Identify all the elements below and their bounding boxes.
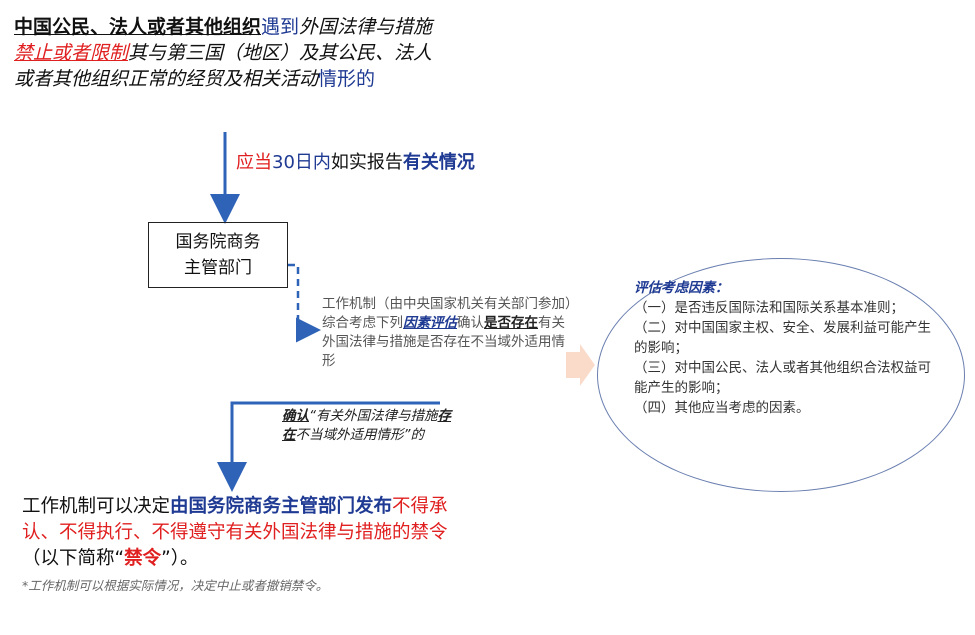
factors-list: 评估考虑因素： （一）是否违反国际法和国际关系基本准则； （二）对中国国家主权、… [634,278,944,418]
confirm-word: 确认 [282,408,309,424]
third-country-text: 其与第三国（地区）及其公民、法人或者其他组织正常的经贸及相关活动 [14,42,433,90]
department-line1: 国务院商务 [175,232,261,252]
subject-text: 中国公民、法人或者其他组织 [14,16,262,38]
dashed-arrow-to-mechanism [288,263,321,343]
decision-prohibition: 不得承认、不得执行、不得遵守有关外国法律与措施的禁令 [22,496,448,543]
confirm-quote-start: “有关外国法律与措施 [309,408,438,424]
report-label: 应当30日内如实报告有关情况 [236,151,475,175]
decision-abbr-start: （以下简称“ [22,548,125,569]
top-statement: 中国公民、法人或者其他组织遇到外国法律与措施禁止或者限制其与第三国（地区）及其公… [14,14,444,92]
confirm-label: 确认“有关外国法律与措施存在不当域外适用情形”的 [282,407,462,445]
situation-text: 情形的 [318,68,376,90]
report-action-text: 如实报告 [330,152,403,173]
factor-item-2: （二）对中国国家主权、安全、发展利益可能产生的影响； [634,320,931,356]
decision-text: 工作机制可以决定由国务院商务主管部门发布不得承认、不得执行、不得遵守有关外国法律… [22,494,452,572]
decision-abbr-term: 禁令 [124,548,162,569]
confirm-quote-end: 不当域外适用情形”的 [295,427,425,443]
decision-intro: 工作机制可以决定 [22,496,171,517]
report-should-text: 应当 [236,152,272,173]
mechanism-rest: 有关外国法律与措施是否存在不当域外适用情形 [322,315,565,369]
factor-item-4: （四）其他应当考虑的因素。 [634,400,810,416]
foreign-law-text: 外国法律与措施 [299,16,433,38]
mechanism-confirm: 确认 [457,315,484,331]
department-box: 国务院商务 主管部门 [148,222,288,288]
factor-item-3: （三）对中国公民、法人或者其他组织合法权益可能产生的影响； [634,360,931,396]
factors-ellipse [597,258,965,492]
prohibit-restrict-text: 禁止或者限制 [14,42,129,64]
confirm-exists: 存在 [282,408,451,443]
encounter-text: 遇到 [261,16,300,38]
footnote: *工作机制可以根据实际情况，决定中止或者撤销禁令。 [22,578,329,593]
report-deadline-text: 30日内 [272,152,331,173]
department-line2: 主管部门 [184,258,252,278]
decision-abbr-end: ”）。 [161,548,199,569]
factor-item-1: （一）是否违反国际法和国际关系基本准则； [634,300,904,316]
report-subject-text: 有关情况 [402,152,475,173]
mechanism-evaluate: 因素评估 [403,315,457,331]
factors-title: 评估考虑因素： [634,280,729,296]
pointer-arrow-to-factors [566,344,595,386]
decision-issuer: 由国务院商务主管部门发布 [170,496,393,517]
mechanism-whether-exists: 是否存在 [484,315,538,331]
arrow-mechanism-to-decision [217,401,440,492]
mechanism-text: 工作机制（由中央国家机关有关部门参加）综合考虑下列因素评估确认是否存在有关外国法… [322,295,572,371]
mechanism-intro: 工作机制（由中央国家机关有关部门参加）综合考虑下列 [322,296,572,331]
